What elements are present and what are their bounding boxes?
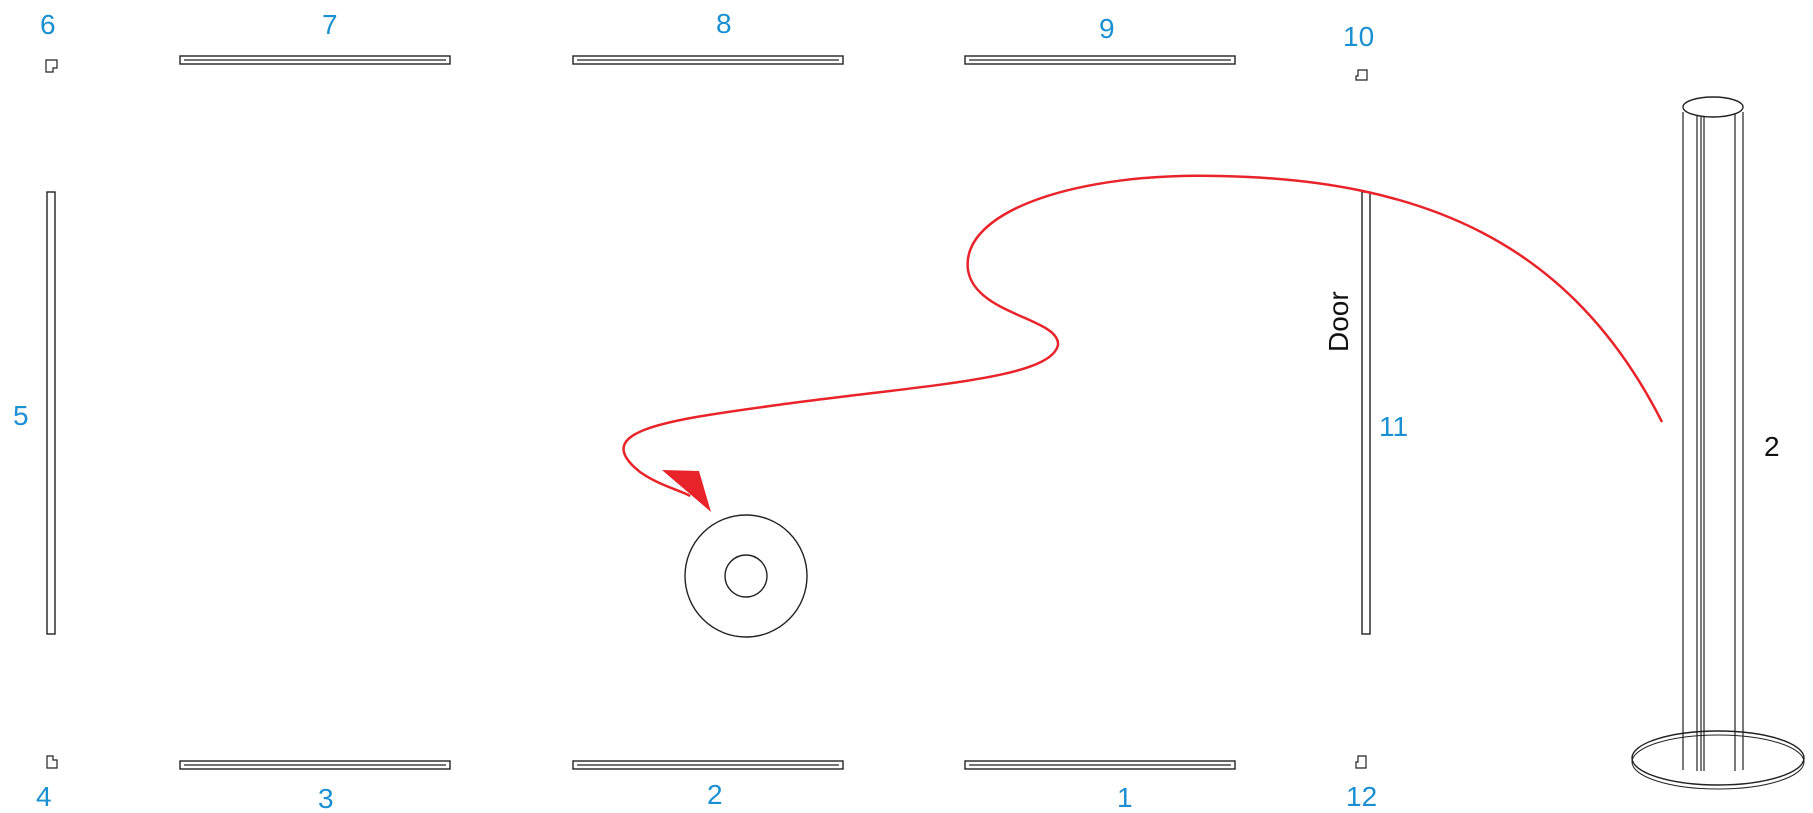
label-9: 9	[1099, 13, 1115, 44]
top-wall-segment-9	[964, 55, 1236, 65]
label-2: 2	[707, 779, 723, 810]
direction-arrowhead	[662, 470, 711, 512]
label-1: 1	[1117, 782, 1133, 813]
label-6: 6	[40, 9, 56, 40]
movement-path-curve	[622, 174, 1664, 498]
bottom-wall-segment-3	[179, 760, 451, 770]
label-7: 7	[322, 9, 338, 40]
corner-bracket-4	[46, 755, 58, 769]
corner-bracket-12	[1355, 755, 1367, 769]
label-3: 3	[318, 783, 334, 813]
label-11: 11	[1379, 411, 1408, 442]
door-panel-11	[1361, 191, 1371, 635]
label-12: 12	[1346, 781, 1377, 812]
pole-side-view	[1631, 96, 1805, 790]
pole-label: 2	[1764, 431, 1780, 462]
top-wall-segment-7	[179, 55, 451, 65]
pole-top-view-marker	[684, 514, 808, 638]
door-label: Door	[1323, 291, 1354, 352]
label-10: 10	[1343, 21, 1374, 52]
bottom-wall-segment-1	[964, 760, 1236, 770]
top-wall-segment-8	[572, 55, 844, 65]
label-4: 4	[36, 781, 52, 812]
label-5: 5	[13, 400, 29, 431]
label-8: 8	[716, 8, 732, 39]
corner-bracket-6	[45, 59, 58, 73]
corner-bracket-10	[1355, 69, 1368, 81]
left-wall-segment-5	[46, 191, 56, 635]
bottom-wall-segment-2	[572, 760, 844, 770]
